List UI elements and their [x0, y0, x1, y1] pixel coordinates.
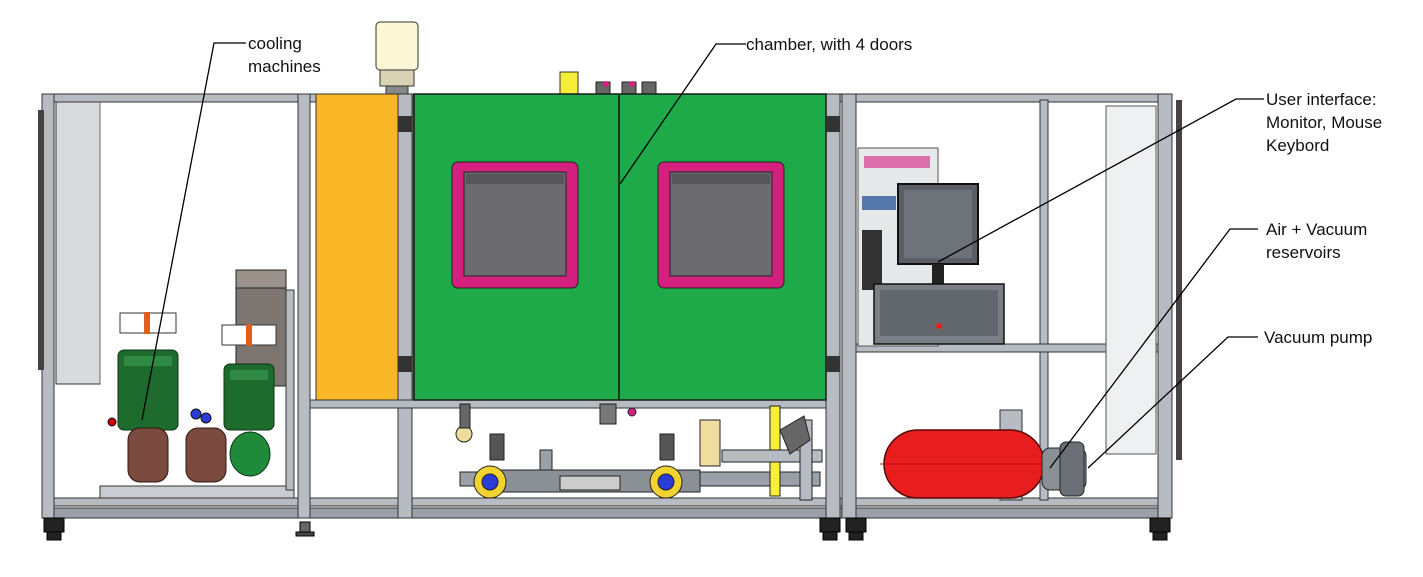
callout-leader-lines	[141, 42, 1264, 469]
ui-label-line2: Monitor, Mouse	[1266, 113, 1383, 132]
cooling-label-line2: machines	[248, 57, 321, 76]
ui-label-line1: User interface:	[1266, 90, 1377, 109]
cooling-machines-label: cooling machines	[248, 32, 321, 78]
cooling-machines	[99, 269, 295, 499]
keyboard-console	[873, 283, 1005, 345]
user-interface-label: User interface: Monitor, Mouse Keybord	[1266, 88, 1382, 157]
air-label-line2: reservoirs	[1266, 243, 1341, 262]
monitor	[897, 183, 979, 286]
air-label-line1: Air + Vacuum	[1266, 220, 1368, 239]
reservoirs-label: Air + Vacuum reservoirs	[1266, 218, 1367, 264]
ui-label-line3: Keybord	[1266, 136, 1330, 155]
left-cabinet-panel	[38, 101, 101, 385]
air-vacuum-reservoir	[880, 409, 1045, 501]
piping-assembly	[455, 403, 823, 501]
vacuum-pump	[1041, 441, 1087, 497]
test-chamber	[398, 93, 840, 401]
right-cabinet-panel	[1105, 100, 1182, 460]
vacuum-pump-label: Vacuum pump	[1264, 328, 1373, 347]
machine-feet	[43, 517, 1171, 541]
chamber-label: chamber, with 4 doors	[746, 35, 913, 54]
cooling-label-line1: cooling	[248, 34, 302, 53]
chamber-top-fittings	[559, 71, 657, 95]
top-fan	[375, 21, 419, 95]
